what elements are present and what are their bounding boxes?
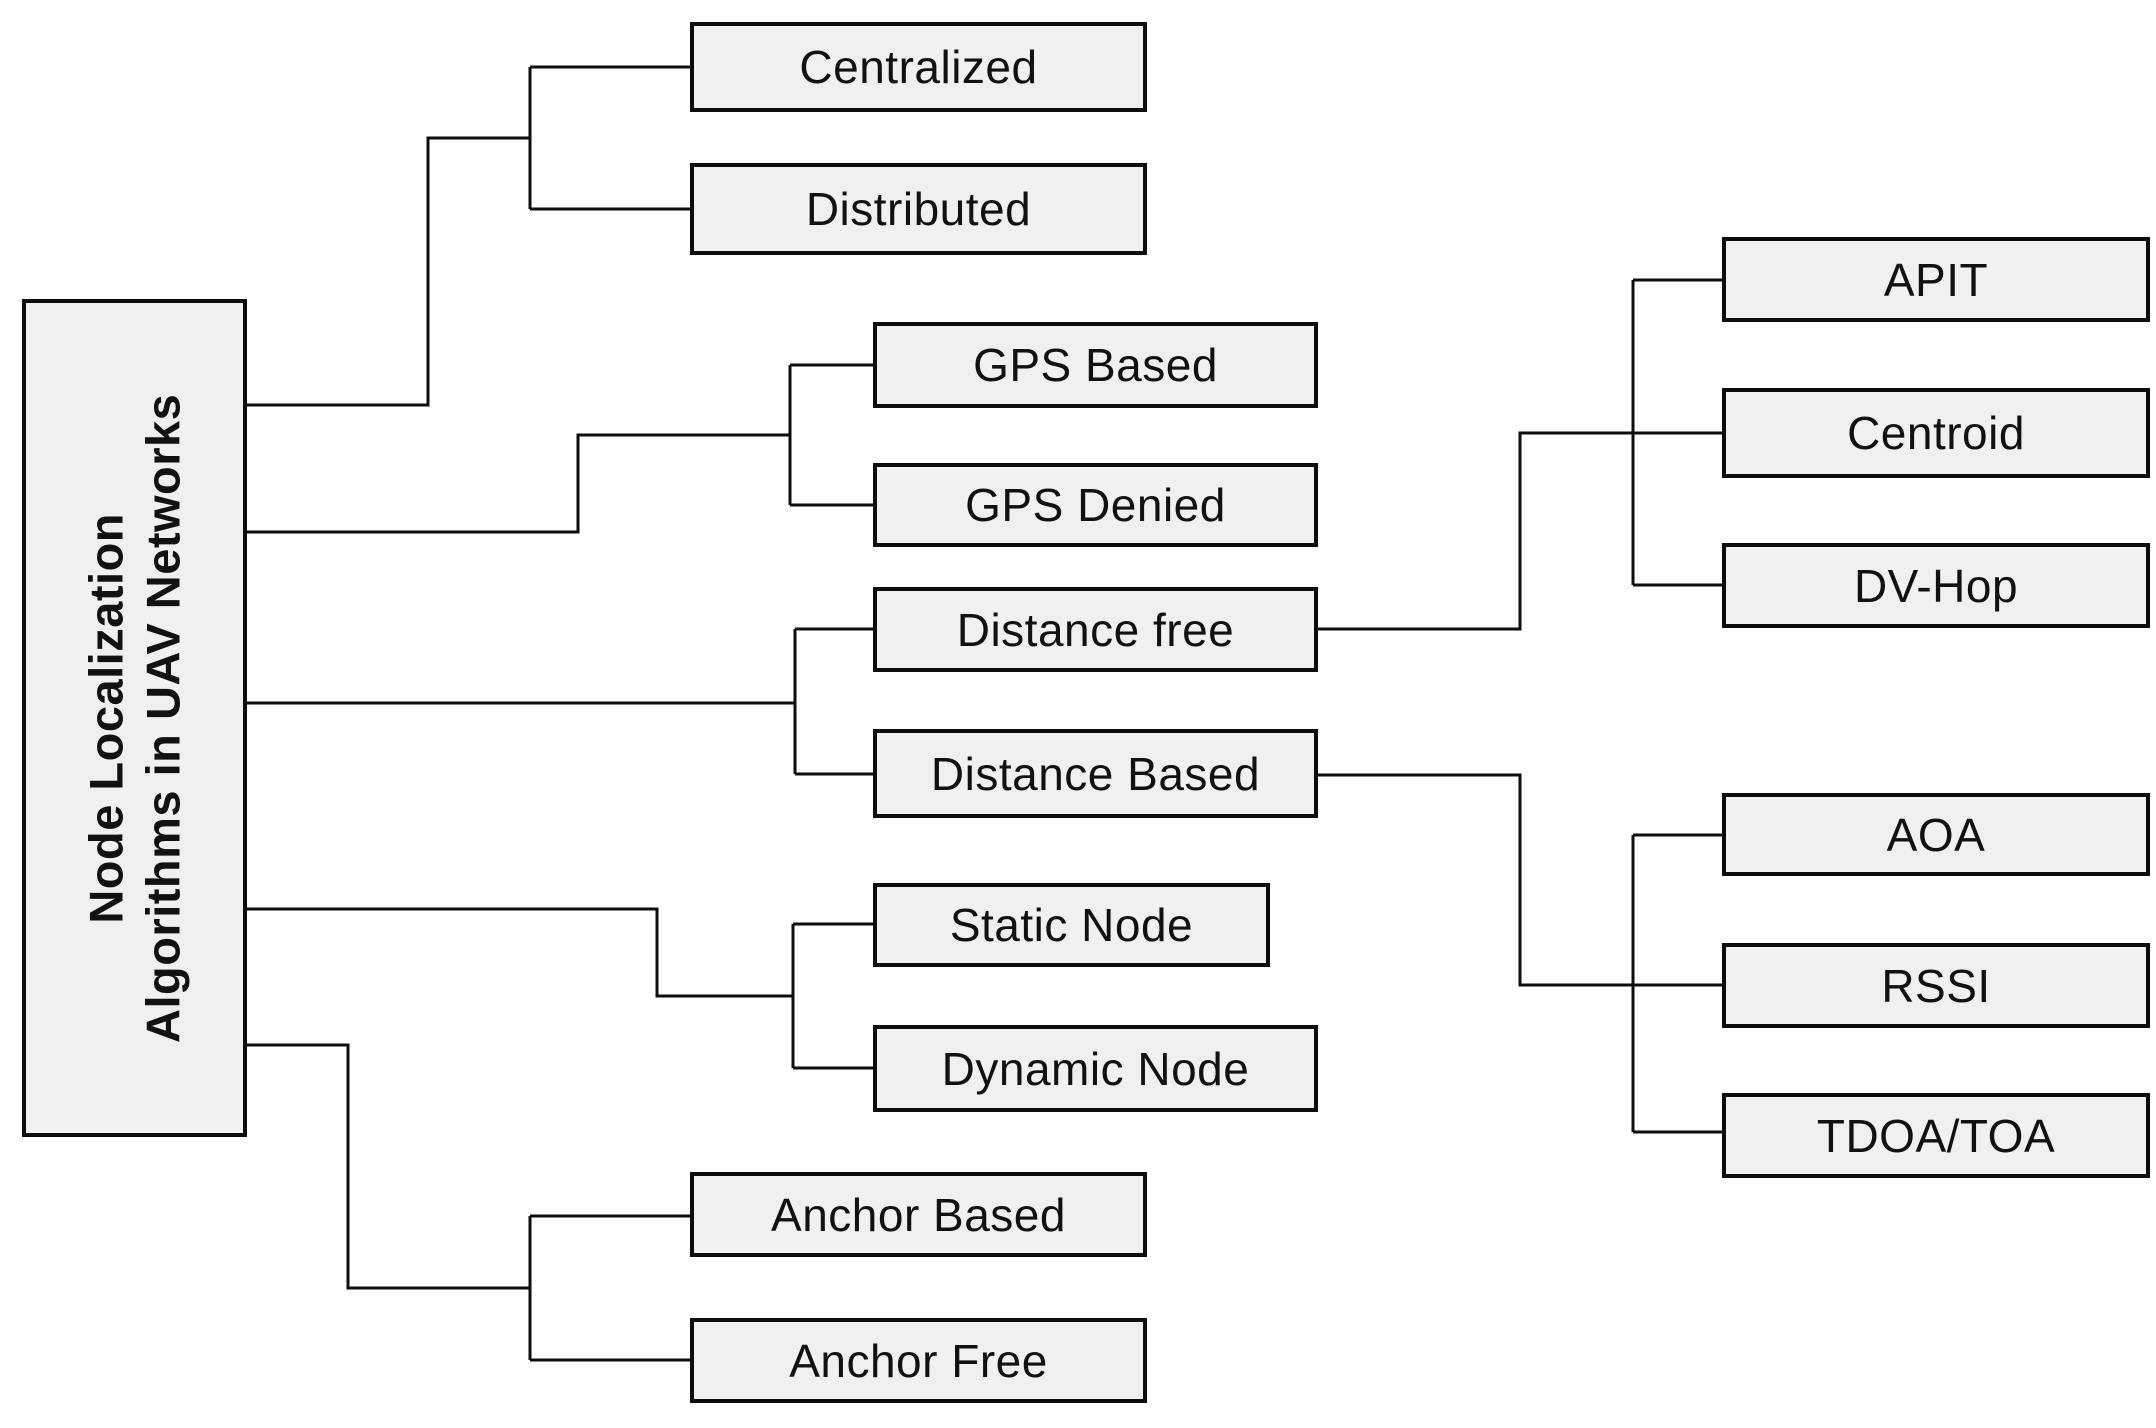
node-gps-based: GPS Based: [873, 322, 1318, 408]
node-root: Node Localization Algorithms in UAV Netw…: [22, 299, 247, 1137]
node-dynamic-node: Dynamic Node: [873, 1025, 1318, 1112]
node-anchor-free: Anchor Free: [690, 1318, 1147, 1403]
node-label: Distance free: [956, 603, 1235, 656]
branch-gps: [247, 363, 873, 534]
root-title-line1: Node Localization: [79, 512, 133, 924]
node-anchor-based: Anchor Based: [690, 1172, 1147, 1257]
node-label: APIT: [1883, 253, 1989, 306]
node-label: GPS Based: [973, 339, 1218, 391]
node-apit: APIT: [1722, 237, 2150, 322]
node-static-node: Static Node: [873, 883, 1270, 967]
node-distributed: Distributed: [690, 163, 1147, 255]
node-label: RSSI: [1881, 959, 1991, 1012]
node-label: Distributed: [805, 183, 1032, 235]
node-tdoa-toa: TDOA/TOA: [1722, 1093, 2150, 1178]
node-label: Dynamic Node: [941, 1042, 1250, 1095]
node-label: TDOA/TOA: [1816, 1109, 2056, 1162]
branch-distance: [247, 627, 873, 776]
node-distance-based: Distance Based: [873, 729, 1318, 818]
node-centroid: Centroid: [1722, 388, 2150, 478]
branch-anchor: [247, 1043, 690, 1362]
node-label: Anchor Free: [789, 1334, 1048, 1387]
node-gps-denied: GPS Denied: [873, 463, 1318, 547]
node-rssi: RSSI: [1722, 943, 2150, 1028]
root-title-line2: Algorithms in UAV Networks: [136, 393, 190, 1043]
root-title: Node Localization Algorithms in UAV Netw…: [77, 393, 192, 1042]
node-label: Static Node: [949, 899, 1194, 951]
node-label: Anchor Based: [771, 1188, 1066, 1241]
node-aoa: AOA: [1722, 793, 2150, 876]
branch-distance-based-children: [1318, 773, 1722, 1134]
node-label: Centralized: [799, 41, 1038, 93]
node-label: DV-Hop: [1853, 559, 2019, 612]
node-label: Centroid: [1847, 407, 2025, 459]
node-dv-hop: DV-Hop: [1722, 543, 2150, 628]
branch-distance-free-children: [1318, 278, 1722, 631]
node-label: AOA: [1886, 808, 1986, 861]
node-distance-free: Distance free: [873, 587, 1318, 672]
node-label: GPS Denied: [965, 479, 1226, 531]
branch-centralized-distributed: [247, 65, 690, 407]
node-label: Distance Based: [930, 747, 1261, 800]
node-centralized: Centralized: [690, 22, 1147, 112]
branch-node-type: [247, 907, 873, 1070]
